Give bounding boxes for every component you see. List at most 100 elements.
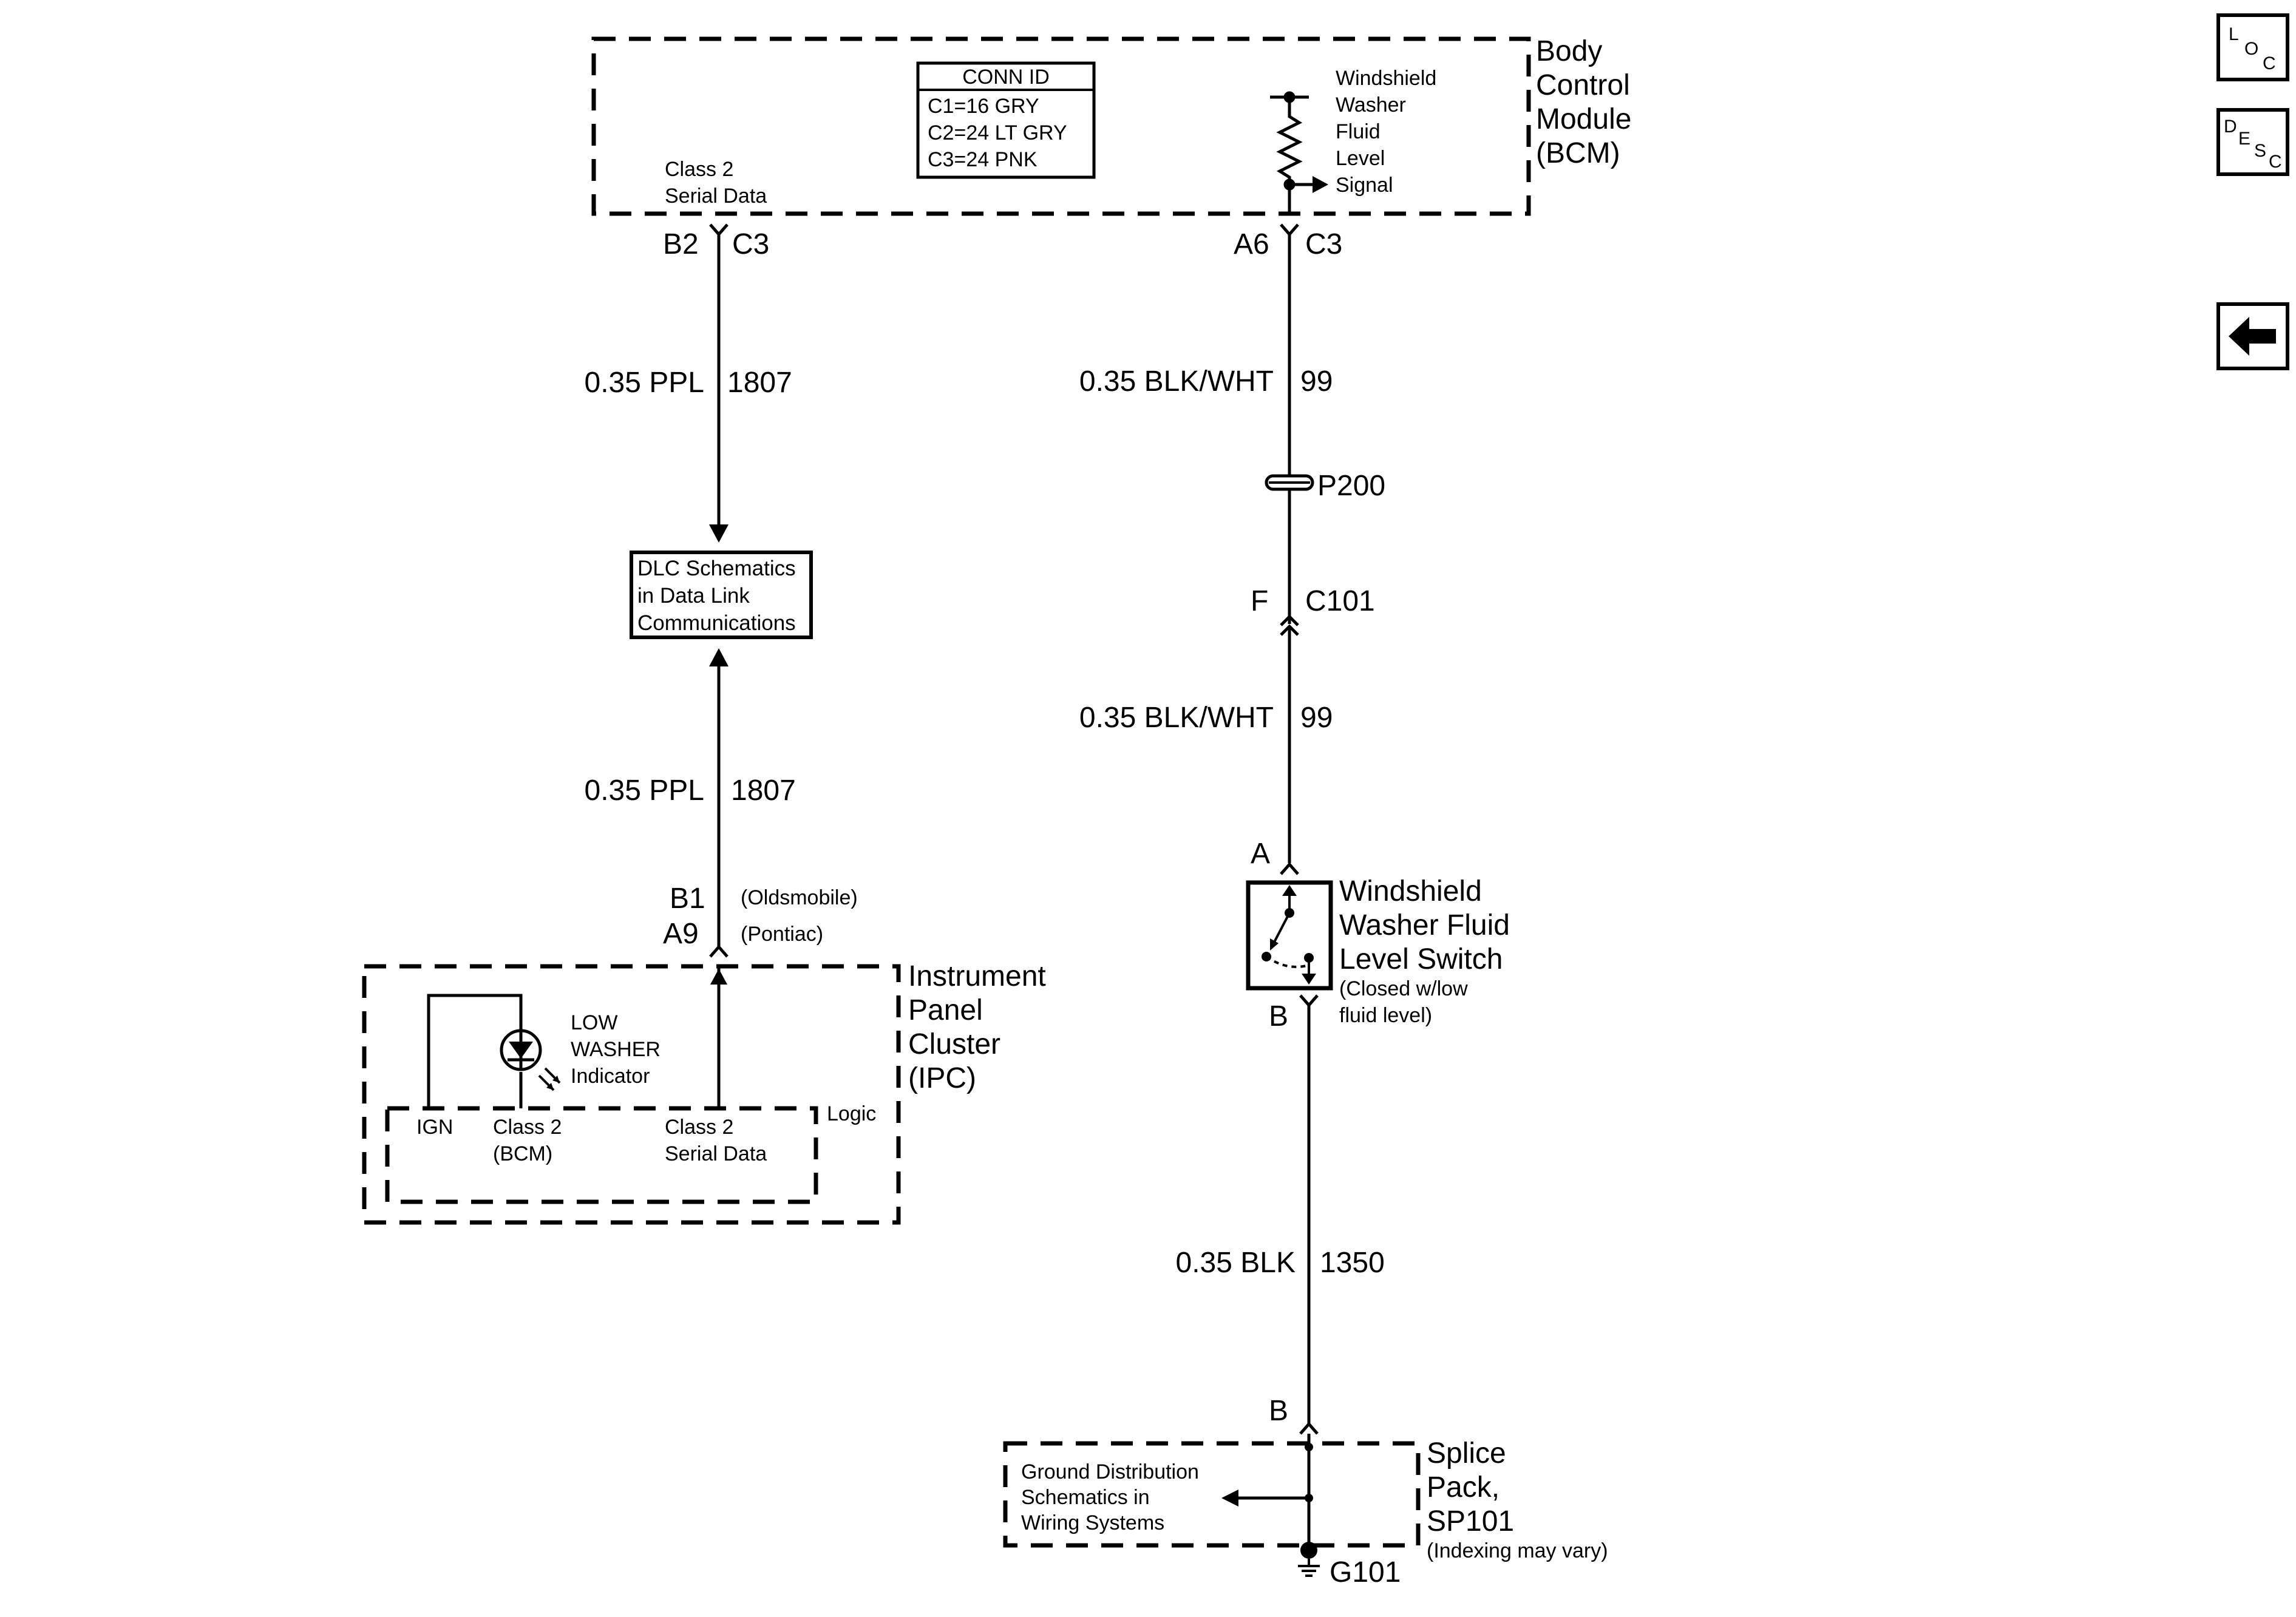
ipc-logic-boundary: [385, 1106, 818, 1204]
ground-distribution-reference[interactable]: Ground Distribution Schematics in Wiring…: [1021, 1460, 1199, 1534]
class2-bcm-label: Class 2 (BCM): [493, 1116, 562, 1165]
bcm-boundary: [591, 36, 1531, 216]
ign-label: IGN: [416, 1116, 453, 1139]
wire-1807-lower: [709, 648, 729, 947]
loc-glyph: C: [2263, 53, 2276, 73]
svg-text:Schematics in: Schematics in: [1021, 1486, 1150, 1509]
low-washer-indicator-label: LOW WASHER Indicator: [571, 1011, 661, 1088]
back-button[interactable]: [2216, 302, 2289, 370]
svg-text:Class 2: Class 2: [665, 1116, 733, 1139]
svg-text:Control: Control: [1536, 69, 1630, 101]
svg-text:LOW: LOW: [571, 1011, 617, 1034]
loc-button[interactable]: L O C: [2216, 13, 2289, 81]
svg-text:WASHER: WASHER: [571, 1038, 661, 1061]
wire-gauge-label: 0.35 BLK/WHT: [1079, 365, 1274, 398]
wire-circuit-number: 1807: [731, 775, 796, 807]
svg-text:Class 2: Class 2: [493, 1116, 562, 1139]
svg-text:Pack,: Pack,: [1427, 1471, 1500, 1503]
ground-icon: [1298, 1542, 1320, 1577]
connector-c3-right: C3: [1305, 228, 1342, 260]
svg-text:Module: Module: [1536, 103, 1631, 135]
svg-text:(BCM): (BCM): [493, 1142, 552, 1165]
desc-glyph: E: [2238, 129, 2251, 149]
desc-button[interactable]: D E S C: [2216, 108, 2289, 176]
svg-text:Communications: Communications: [637, 611, 796, 635]
p200-passthrough-icon: [1265, 474, 1314, 491]
conn-id-title: CONN ID: [962, 66, 1050, 89]
svg-text:Fluid: Fluid: [1336, 120, 1381, 143]
conn-id-row: C2=24 LT GRY: [928, 121, 1067, 144]
conn-id-row: C3=24 PNK: [928, 148, 1038, 171]
svg-text:Level Switch: Level Switch: [1339, 943, 1503, 975]
svg-text:DLC Schematics: DLC Schematics: [637, 557, 796, 580]
svg-text:Indicator: Indicator: [571, 1065, 650, 1088]
svg-text:(IPC): (IPC): [908, 1062, 976, 1094]
low-washer-led-icon: [500, 1029, 561, 1091]
c101-label: C101: [1305, 585, 1375, 617]
svg-text:fluid level): fluid level): [1339, 1004, 1432, 1027]
pullup-resistor: [1270, 91, 1328, 214]
bcm-connector-b2: [709, 223, 729, 237]
wire-gauge-label: 0.35 BLK: [1176, 1247, 1296, 1279]
desc-glyph: S: [2254, 141, 2267, 161]
ipc-label: Instrument Panel Cluster (IPC): [908, 960, 1046, 1094]
pin-b-splice: B: [1269, 1395, 1288, 1427]
wire-gauge-label: 0.35 BLK/WHT: [1079, 702, 1274, 734]
svg-text:Signal: Signal: [1336, 174, 1393, 197]
bcm-connector-a6: [1280, 223, 1299, 237]
svg-text:Body: Body: [1536, 35, 1602, 67]
svg-text:Splice: Splice: [1427, 1437, 1506, 1470]
wire-gauge-label: 0.35 PPL: [585, 775, 704, 807]
svg-text:Windshield: Windshield: [1336, 67, 1436, 90]
pin-a6: A6: [1234, 228, 1269, 260]
connector-c3-left: C3: [732, 228, 769, 260]
bcm-class2-label: Class 2 Serial Data: [665, 158, 767, 208]
svg-text:Cluster: Cluster: [908, 1028, 1000, 1060]
dlc-schematics-reference[interactable]: DLC Schematics in Data Link Communicatio…: [630, 551, 813, 639]
switch-label: Windshield Washer Fluid Level Switch: [1339, 875, 1510, 975]
oldsmobile-note: (Oldsmobile): [741, 886, 858, 909]
ipc-boundary: [362, 964, 901, 1225]
conn-id-table: CONN ID C1=16 GRY C2=24 LT GRY C3=24 PNK: [916, 61, 1096, 179]
pin-a: A: [1251, 838, 1270, 870]
pontiac-note: (Pontiac): [741, 923, 823, 946]
class2-serial-data-label: Class 2 Serial Data: [665, 1116, 767, 1165]
ipc-serial-arrow: [710, 969, 727, 985]
switch-note: (Closed w/low fluid level): [1339, 977, 1468, 1027]
switch-connector-b: [1299, 994, 1319, 1008]
svg-text:Instrument: Instrument: [908, 960, 1046, 992]
svg-text:Panel: Panel: [908, 994, 983, 1026]
conn-id-row: C1=16 GRY: [928, 95, 1039, 118]
pin-b1: B1: [670, 883, 705, 915]
pin-f: F: [1251, 585, 1268, 617]
bcm-label: Body Control Module (BCM): [1536, 35, 1631, 169]
washer-fluid-signal-label: Windshield Washer Fluid Level Signal: [1336, 67, 1436, 197]
splice-connector: [1299, 1422, 1319, 1435]
p200-label: P200: [1317, 470, 1385, 502]
loc-glyph: O: [2244, 39, 2259, 59]
pin-a9: A9: [663, 918, 699, 950]
splice-wiring: [1221, 1434, 1313, 1549]
wire-1807-upper: [709, 234, 729, 543]
wire-gauge-label: 0.35 PPL: [585, 367, 704, 399]
svg-text:Washer Fluid: Washer Fluid: [1339, 909, 1510, 941]
splice-pack-boundary: [1003, 1441, 1421, 1548]
svg-text:(BCM): (BCM): [1536, 137, 1620, 169]
svg-text:SP101: SP101: [1427, 1505, 1514, 1537]
svg-text:Level: Level: [1336, 147, 1385, 170]
pin-b2: B2: [663, 228, 699, 260]
svg-text:Ground Distribution: Ground Distribution: [1021, 1460, 1199, 1483]
wire-circuit-number: 1807: [727, 367, 792, 399]
svg-text:in Data Link: in Data Link: [637, 584, 750, 608]
svg-text:Class 2: Class 2: [665, 158, 733, 181]
logic-label: Logic: [827, 1102, 876, 1125]
switch-connector-a: [1280, 862, 1299, 875]
pin-b-switch: B: [1269, 1000, 1288, 1032]
svg-text:Serial Data: Serial Data: [665, 1142, 767, 1165]
splice-pack-label: Splice Pack, SP101: [1427, 1437, 1514, 1537]
svg-text:Washer: Washer: [1336, 93, 1406, 117]
svg-text:(Closed w/low: (Closed w/low: [1339, 977, 1468, 1000]
svg-text:Windshield: Windshield: [1339, 875, 1482, 907]
ipc-connector: [709, 944, 729, 958]
